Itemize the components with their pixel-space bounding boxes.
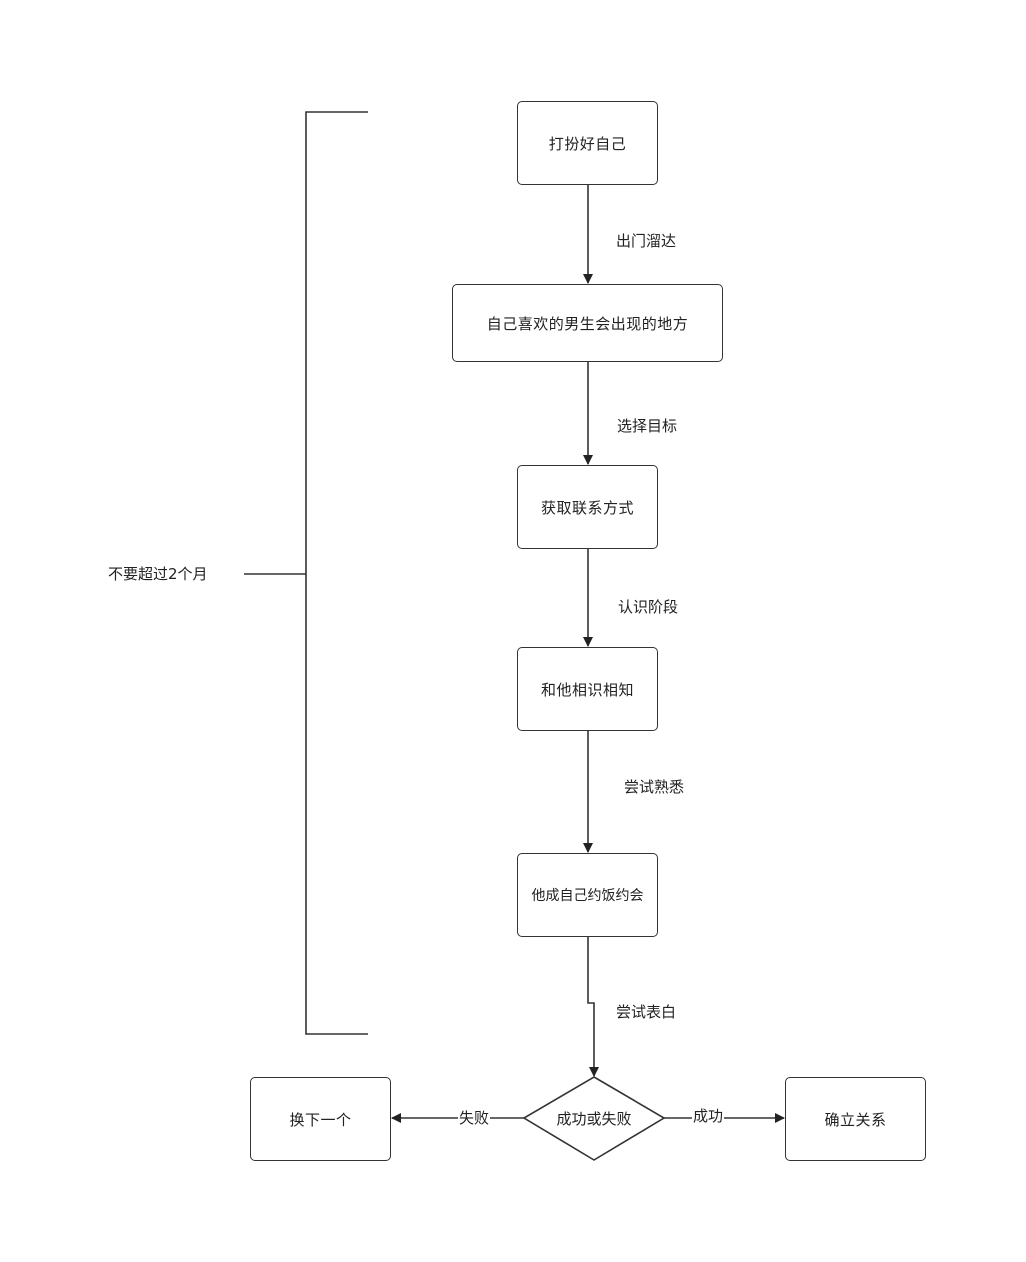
node-relationship: 确立关系 bbox=[785, 1077, 926, 1161]
bracket-label: 不要超过2个月 bbox=[107, 565, 209, 583]
edge-label-choose-target: 选择目标 bbox=[616, 417, 679, 435]
decision-diamond bbox=[522, 1076, 666, 1161]
node-dress-up: 打扮好自己 bbox=[517, 101, 658, 185]
decision-label: 成功或失败 bbox=[556, 1109, 632, 1128]
node-next-one: 换下一个 bbox=[250, 1077, 391, 1161]
edge-label-success: 成功 bbox=[692, 1107, 725, 1125]
edge-label-get-familiar: 尝试熟悉 bbox=[623, 778, 686, 796]
edge-label-go-out: 出门溜达 bbox=[615, 232, 678, 250]
edge-label-fail: 失败 bbox=[458, 1109, 491, 1127]
arrow-date-to-decision bbox=[587, 937, 599, 1077]
edge-label-meet-stage: 认识阶段 bbox=[617, 598, 680, 616]
node-contact: 获取联系方式 bbox=[517, 465, 658, 549]
node-acquaint: 和他相识相知 bbox=[517, 647, 658, 731]
edge-label-confess: 尝试表白 bbox=[615, 1003, 678, 1021]
node-location: 自己喜欢的男生会出现的地方 bbox=[452, 284, 723, 362]
time-bracket bbox=[305, 111, 368, 1035]
node-date: 他成自己约饭约会 bbox=[517, 853, 658, 937]
